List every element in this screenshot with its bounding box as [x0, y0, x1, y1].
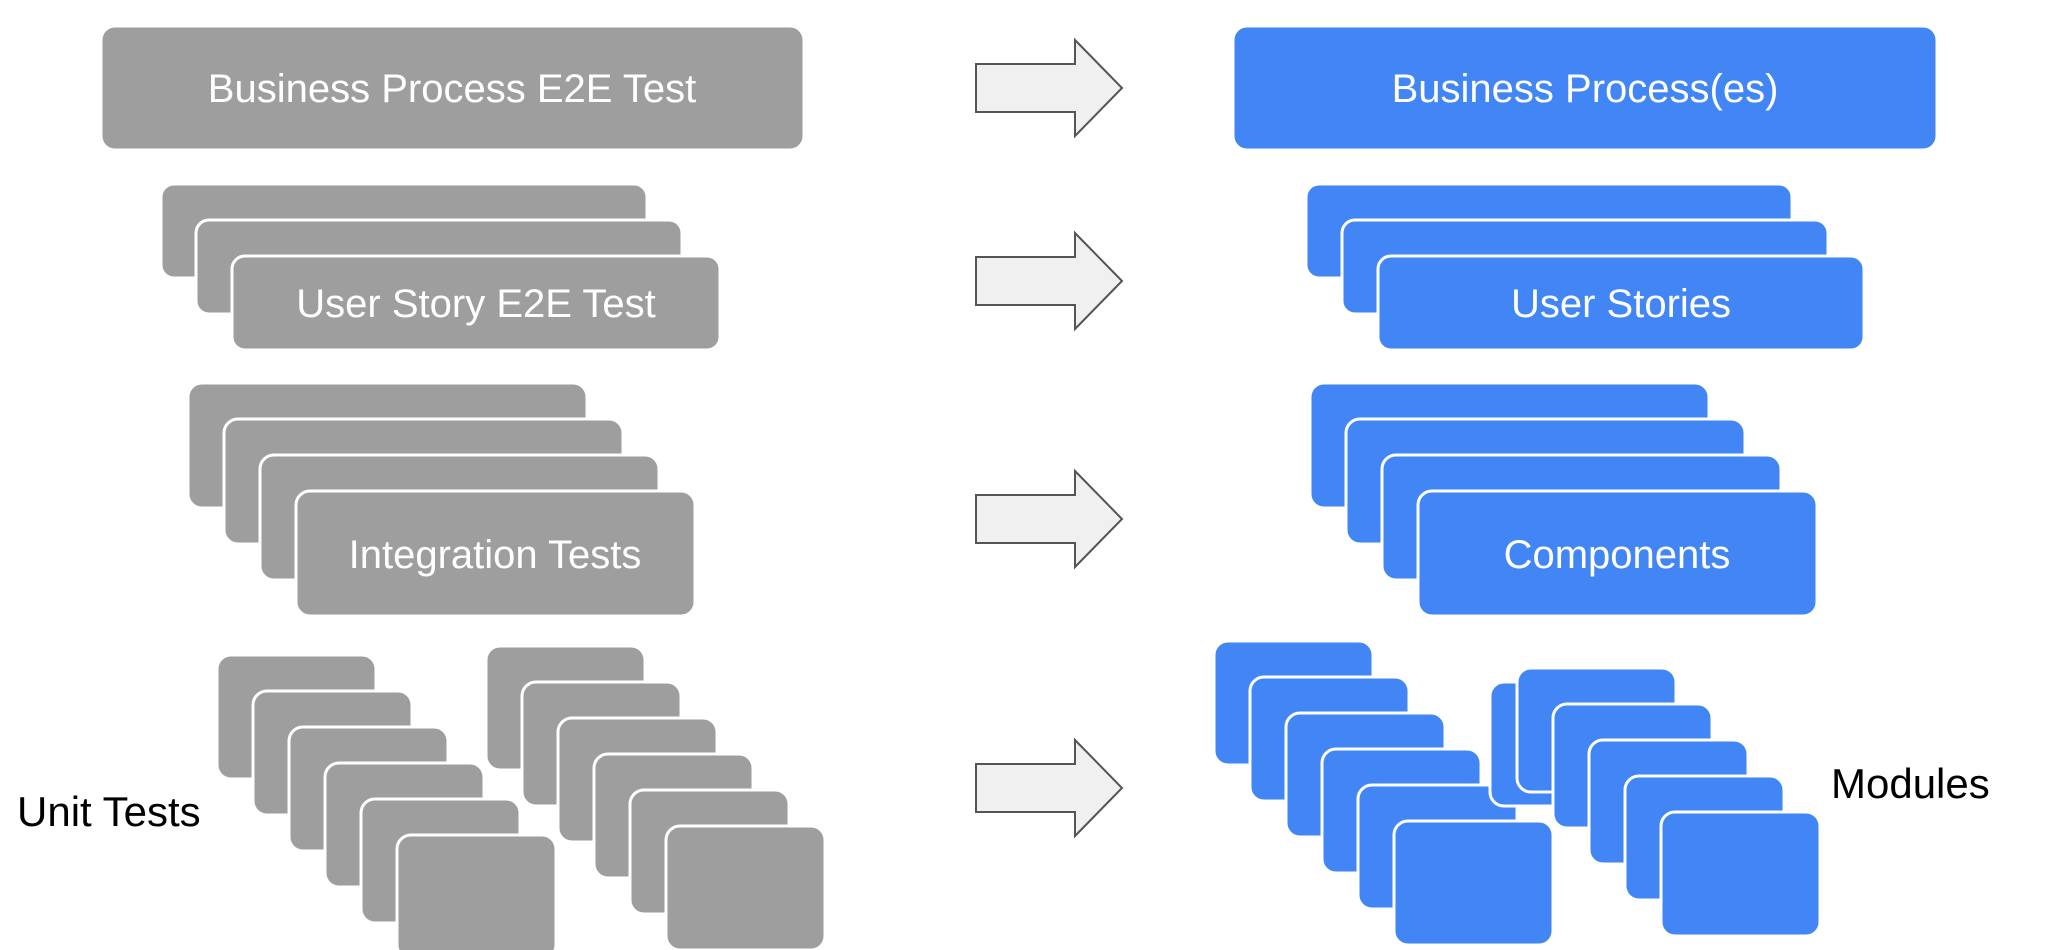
- user-stories-label: User Stories: [1511, 282, 1731, 326]
- module-card: [1659, 810, 1822, 938]
- component-card: [1416, 489, 1819, 618]
- modules-label: Modules: [1831, 760, 1990, 807]
- unit-test-card: [395, 833, 558, 950]
- components-label: Components: [1504, 533, 1731, 577]
- right-arrow-icon: [975, 37, 1124, 139]
- business-processes-label: Business Process(es): [1392, 67, 1779, 111]
- right-arrow-icon: [975, 230, 1124, 332]
- left-column-tests: [99, 24, 827, 950]
- unit-tests-stack-b: [484, 644, 827, 950]
- integration-tests-label: Integration Tests: [349, 533, 642, 577]
- module-card: [1392, 819, 1555, 947]
- user-stories-stack: [1304, 182, 1866, 352]
- components-stack: [1308, 381, 1819, 618]
- right-arrow-icon: [975, 737, 1124, 839]
- right-arrow-icon: [975, 468, 1124, 570]
- unit-tests-stack-a: [215, 653, 558, 950]
- mapping-arrows: [975, 37, 1124, 839]
- right-column-artifacts: [1212, 24, 1939, 947]
- business-processes-box: [1231, 24, 1939, 152]
- user-story-test-stack: [159, 182, 722, 352]
- modules-stack-b: [1488, 666, 1822, 938]
- modules-stack-a: [1212, 639, 1555, 947]
- business-process-e2e-test-label: Business Process E2E Test: [208, 67, 696, 111]
- user-story-test-card: [230, 254, 722, 352]
- unit-tests-label: Unit Tests: [17, 788, 201, 835]
- integration-test-card: [294, 489, 697, 618]
- unit-test-card: [664, 824, 827, 950]
- user-story-card: [1376, 254, 1866, 352]
- business-process-e2e-test-box: [99, 24, 806, 152]
- user-story-e2e-test-label: User Story E2E Test: [296, 282, 655, 326]
- integration-tests-stack: [186, 381, 697, 618]
